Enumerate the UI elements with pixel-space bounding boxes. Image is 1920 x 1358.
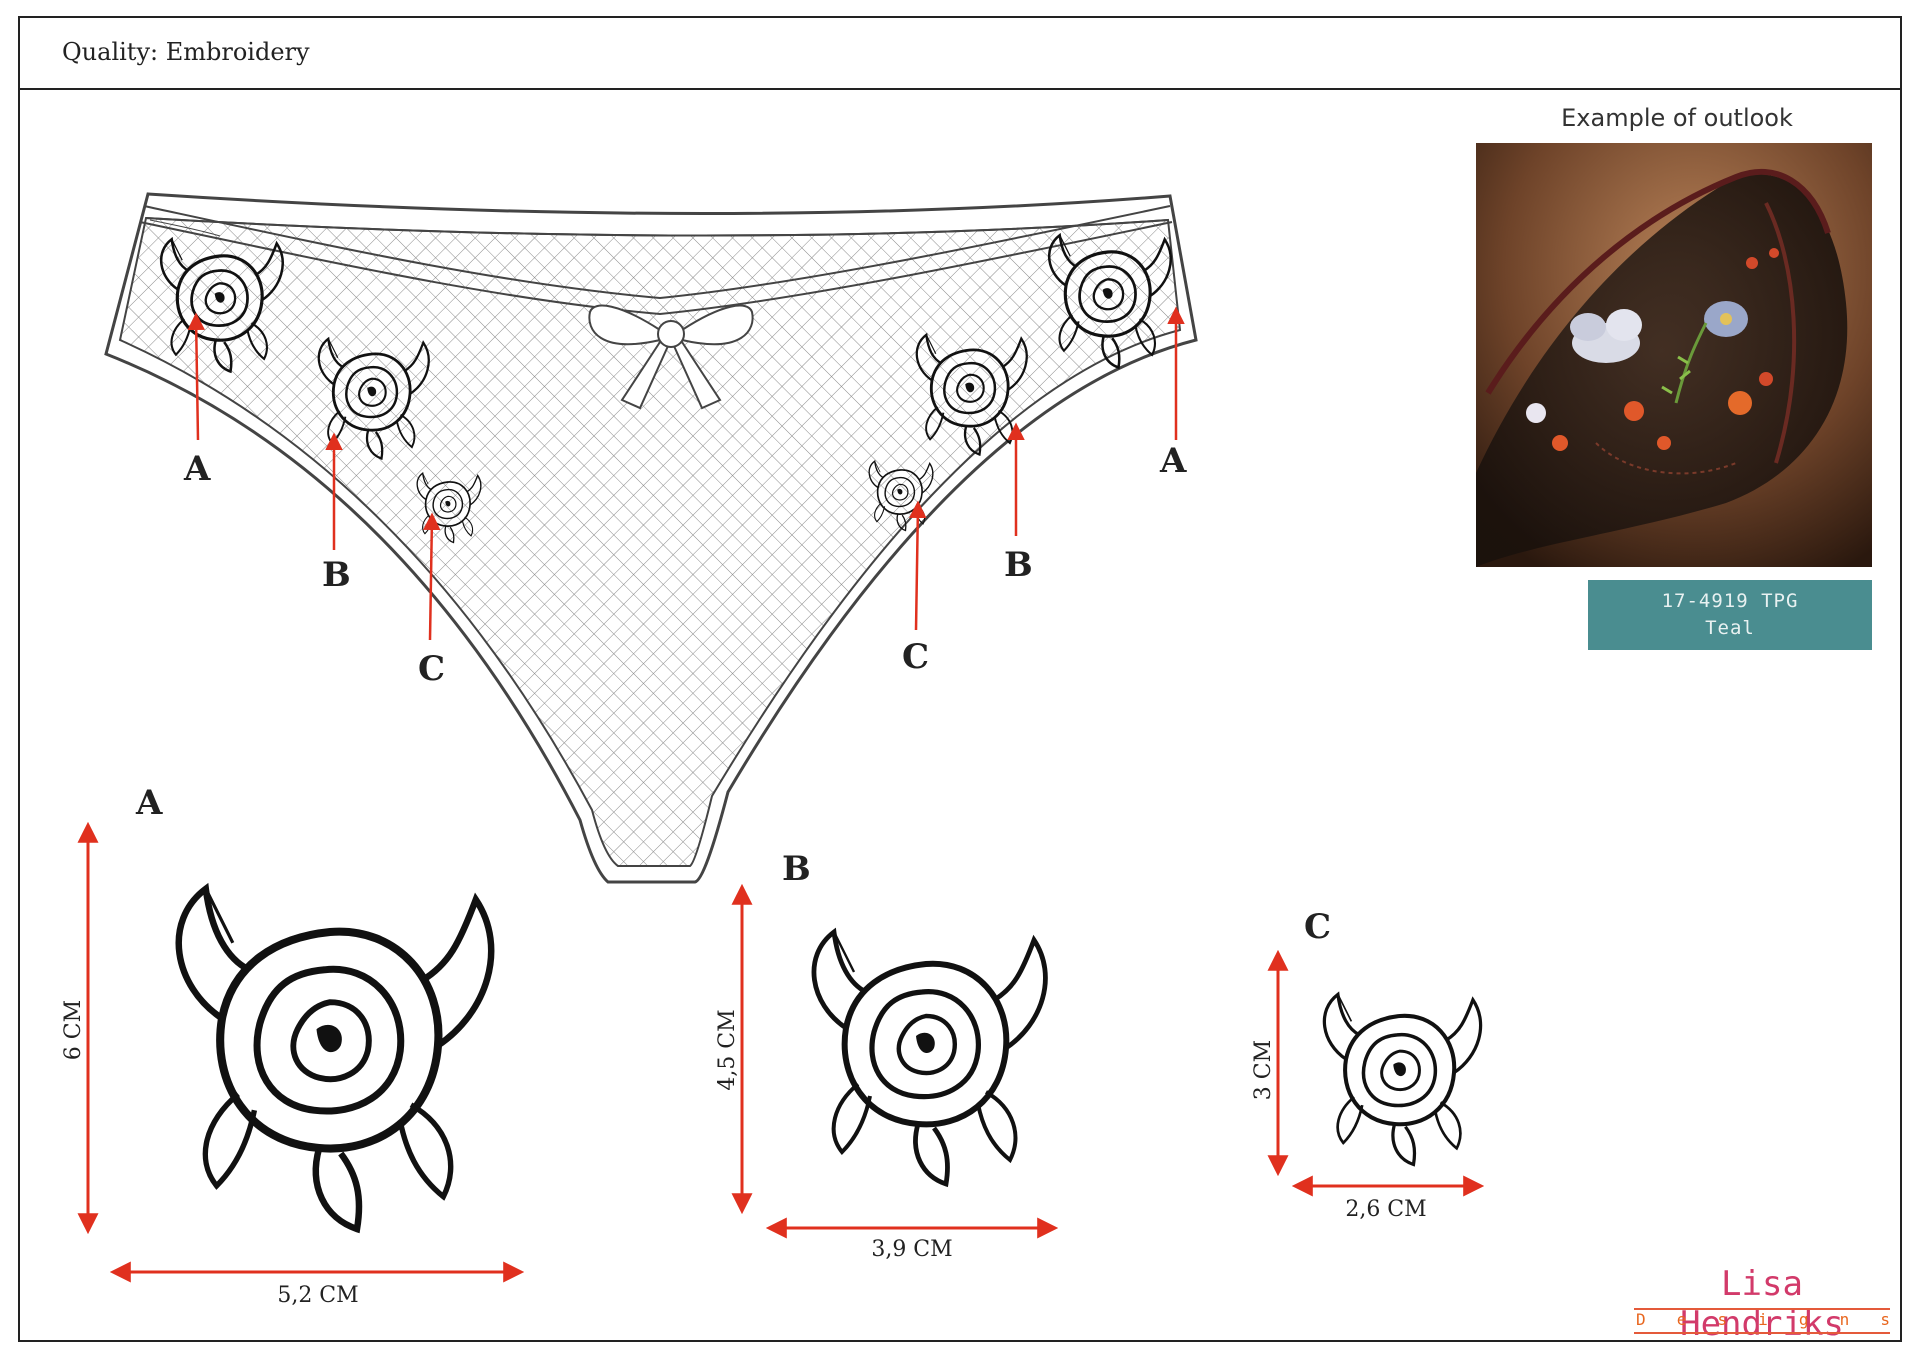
logo-subtitle-letter: D — [1636, 1310, 1646, 1329]
callout-c-right: C — [902, 637, 929, 677]
spec-sheet — [18, 16, 1902, 1342]
callout-b-right: B — [1004, 545, 1033, 585]
detail-a-width: 5,2 CM — [277, 1283, 358, 1308]
detail-c-letter: C — [1304, 907, 1331, 947]
logo-subtitle-letter: s — [1880, 1310, 1890, 1329]
callout-b-left: B — [322, 555, 351, 595]
logo-subtitle-letter: e — [1676, 1310, 1687, 1329]
logo-rule-top — [1634, 1308, 1890, 1310]
arrow-c-left — [423, 512, 441, 641]
bow-icon — [588, 304, 754, 410]
embroidered-flower-white — [1570, 309, 1642, 363]
detail-c-rose — [1324, 994, 1480, 1164]
detail-c: C 3 CM 2,6 CM — [1251, 907, 1485, 1222]
detail-b: B 4,5 CM 3,9 CM — [715, 849, 1059, 1262]
logo-name: Lisa Hendriks — [1680, 1264, 1844, 1344]
detail-a-height: 6 CM — [61, 1000, 86, 1060]
color-swatch: 17-4919 TPG Teal — [1588, 580, 1872, 650]
logo-subtitle-letter: s — [1717, 1310, 1728, 1329]
detail-b-letter: B — [782, 849, 811, 889]
quality-label: Quality: — [62, 38, 159, 66]
callout-a-right: A — [1159, 441, 1187, 481]
logo-rule-bottom — [1634, 1332, 1890, 1334]
callout-c-left: C — [418, 649, 445, 689]
quality-value: Embroidery — [165, 38, 310, 66]
detail-a-letter: A — [135, 783, 163, 823]
embroidered-flower-blue — [1704, 301, 1748, 337]
detail-c-height: 3 CM — [1251, 1040, 1276, 1100]
brief-sketch — [104, 192, 1198, 884]
arrow-a-left — [187, 312, 205, 441]
outlook-title: Example of outlook — [1561, 104, 1793, 132]
detail-a-rose — [179, 889, 491, 1229]
embroidery-photo-image — [1476, 143, 1872, 567]
detail-c-width: 2,6 CM — [1345, 1197, 1426, 1222]
detail-b-rose — [814, 932, 1045, 1184]
detail-a: A 6 CM 5,2 CM — [61, 783, 525, 1308]
outlook-photo — [1476, 143, 1872, 567]
callout-arrows — [187, 306, 1185, 641]
detail-b-height: 4,5 CM — [715, 1009, 740, 1090]
quality-heading: Quality: Embroidery — [62, 38, 310, 66]
swatch-code: 17-4919 TPG — [1661, 590, 1799, 612]
swatch-name: Teal — [1705, 617, 1755, 639]
logo-subtitle-letter: i — [1758, 1310, 1768, 1329]
header-divider — [20, 88, 1900, 90]
detail-b-width: 3,9 CM — [871, 1237, 952, 1262]
logo-subtitle-letter: g — [1798, 1310, 1809, 1329]
callout-a-left: A — [183, 449, 211, 489]
arrow-c-right — [909, 500, 927, 631]
logo-subtitle-letter: n — [1839, 1310, 1850, 1329]
